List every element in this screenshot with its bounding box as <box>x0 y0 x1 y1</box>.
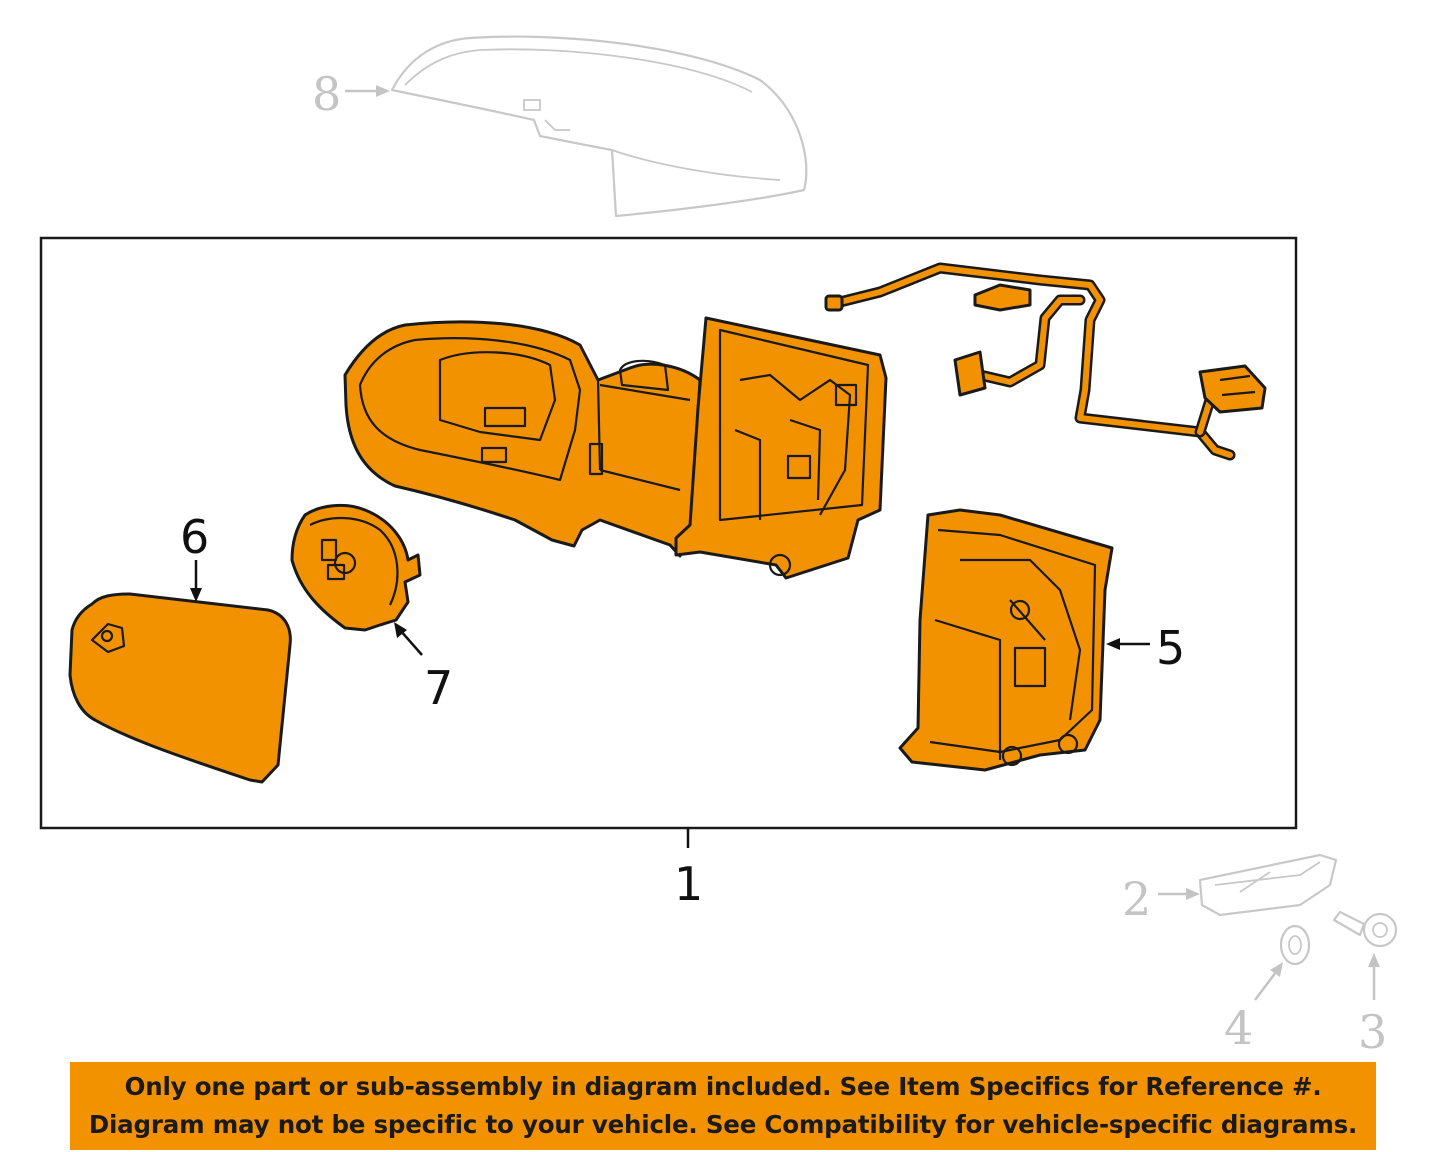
callout-8: 8 <box>312 67 341 121</box>
callout-5-arrowhead <box>1106 638 1120 650</box>
disclaimer-line-2: Diagram may not be specific to your vehi… <box>88 1110 1358 1139</box>
callout-5: 5 <box>1156 621 1185 675</box>
part-1-mirror-housing <box>343 320 702 558</box>
callout-8-arrowhead <box>376 85 390 97</box>
callout-7-leader <box>399 629 423 656</box>
part-5-mirror-base <box>898 508 1114 772</box>
part-8-mirror-cap <box>390 35 808 218</box>
assembly-box <box>39 236 1298 830</box>
callout-7-arrowhead <box>394 622 407 638</box>
part-7-mirror-actuator <box>290 504 422 632</box>
callout-4: 4 <box>1224 1001 1253 1055</box>
callout-7: 7 <box>424 661 453 715</box>
callout-1: 1 <box>674 857 703 911</box>
callout-4-leader <box>1254 971 1277 1001</box>
callout-6: 6 <box>180 510 209 564</box>
part-1-wiring-harness <box>824 262 1267 461</box>
disclaimer-line-1: Only one part or sub-assembly in diagram… <box>124 1072 1322 1101</box>
part-4-washer <box>1279 924 1311 966</box>
part-6-mirror-glass <box>68 592 292 784</box>
part-1-mirror-bracket <box>674 316 888 580</box>
callout-6-arrowhead <box>190 588 202 602</box>
part-2-turn-signal-lamp <box>1198 853 1338 917</box>
part-3-screw <box>1332 910 1398 948</box>
callout-2: 2 <box>1122 872 1151 926</box>
callout-2-arrowhead <box>1186 888 1200 900</box>
callout-4-arrowhead <box>1270 962 1283 977</box>
disclaimer-banner: Only one part or sub-assembly in diagram… <box>70 1062 1376 1150</box>
callout-3: 3 <box>1358 1005 1387 1059</box>
callout-3-arrowhead <box>1368 953 1380 967</box>
